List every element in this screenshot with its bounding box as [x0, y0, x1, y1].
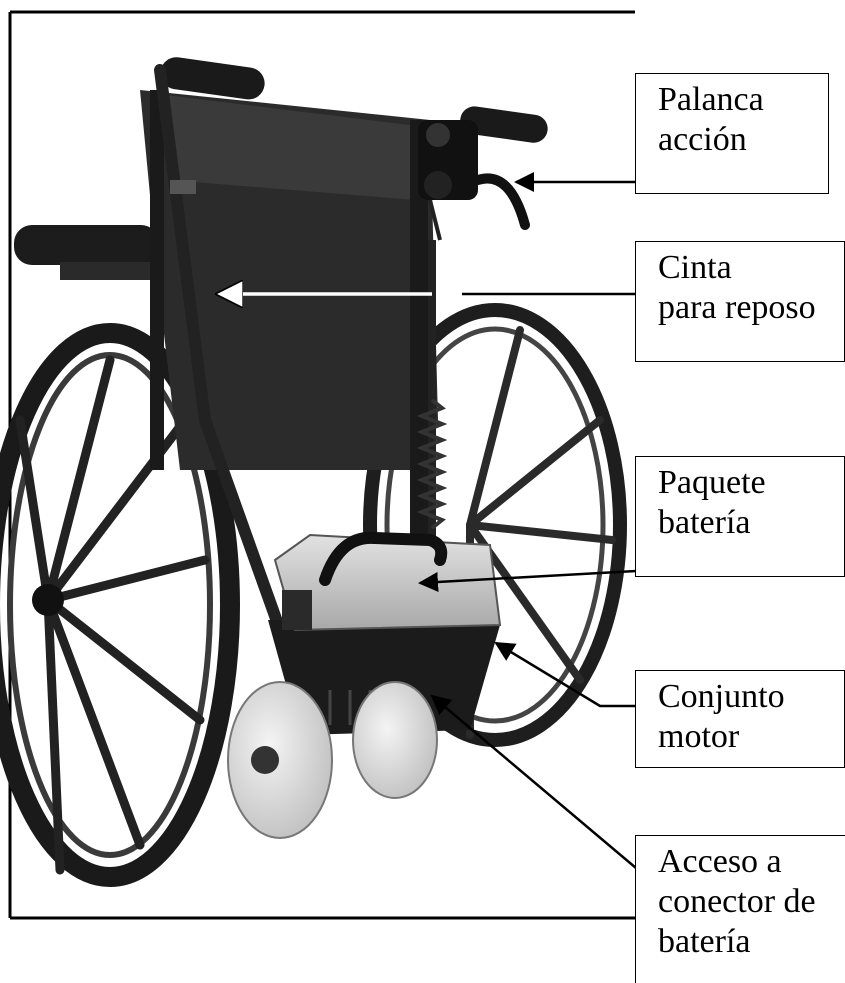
leader-conjunto: [494, 641, 636, 708]
callout-cinta-para-reposo: Cinta para reposo: [635, 241, 845, 362]
strap: [154, 64, 311, 706]
callout-palanca-line2: acción: [658, 121, 747, 158]
push-handles: [160, 57, 548, 143]
callout-palanca-line1: Palanca: [658, 81, 764, 118]
callout-leaders: [218, 172, 637, 869]
callout-paquete-line2: batería: [658, 504, 751, 541]
callout-conjunto-line2: motor: [658, 718, 740, 755]
battery-pack: [273, 531, 502, 632]
callout-acceso-line2: conector de: [658, 883, 816, 920]
callout-conjunto-motor: Conjunto motor: [635, 670, 845, 768]
leader-acceso: [430, 694, 637, 869]
callout-paquete-line1: Paquete: [658, 464, 766, 501]
callout-conjunto-line1: Conjunto: [658, 678, 785, 715]
drive-wheels: [227, 681, 438, 839]
callout-cinta-line2: para reposo: [658, 289, 816, 326]
callout-acceso-line1: Acceso a: [658, 843, 782, 880]
callout-palanca-accion: Palanca acción: [635, 73, 829, 194]
action-lever: [418, 120, 530, 241]
armrest: [14, 225, 170, 280]
callout-acceso-conector: Acceso a conector de batería: [635, 835, 845, 983]
callout-paquete-bateria: Paquete batería: [635, 456, 845, 577]
callout-acceso-line3: batería: [658, 923, 751, 960]
callout-cinta-line1: Cinta: [658, 249, 732, 286]
leader-paquete: [418, 569, 637, 592]
backrest: [140, 90, 438, 580]
left-rear-wheel: [0, 323, 240, 887]
